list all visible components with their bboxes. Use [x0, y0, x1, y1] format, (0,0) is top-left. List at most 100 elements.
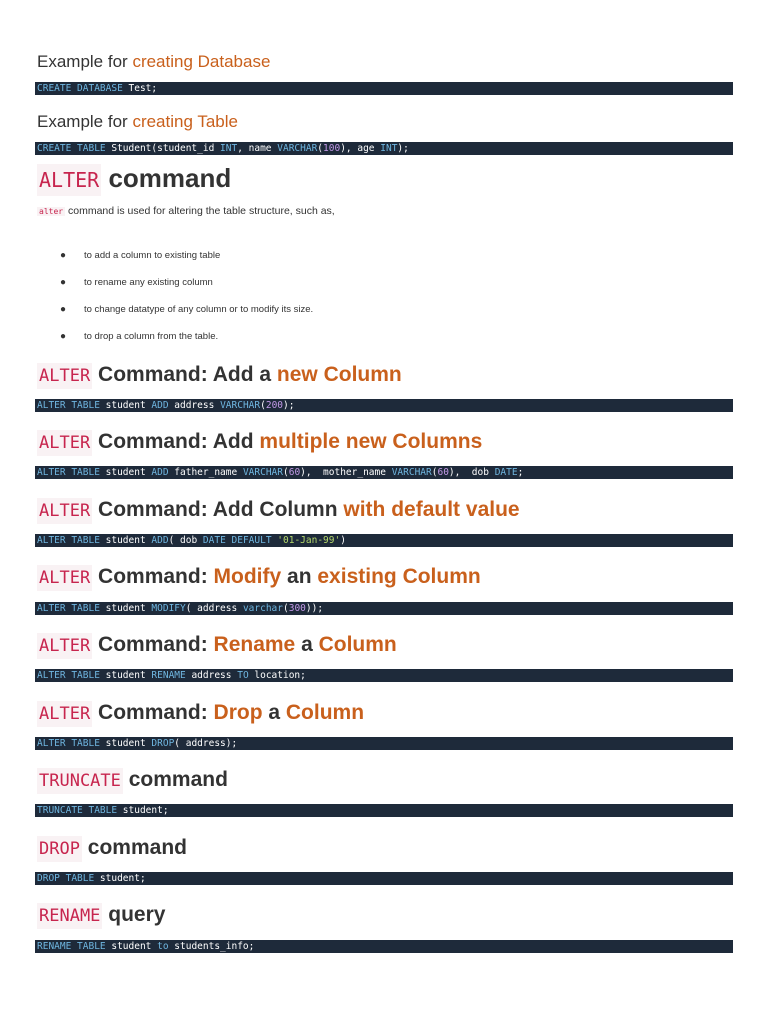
code-text: );: [397, 143, 409, 154]
heading-highlight: Modify: [213, 565, 282, 588]
heading-text: Command:: [92, 565, 214, 588]
heading-highlight: new Column: [276, 363, 402, 386]
code-block-create-table: CREATE TABLE Student(student_id INT, nam…: [35, 142, 733, 155]
code-keyword: INT: [220, 143, 238, 154]
heading-text: Command:: [92, 701, 214, 724]
heading-text: Command:: [92, 633, 214, 656]
code-text: ), mother_name: [300, 467, 392, 478]
section-heading-rename-column: ALTER Command: Rename a Column: [37, 632, 397, 659]
code-text: student: [99, 738, 152, 749]
example-highlight: creating Database: [132, 52, 271, 71]
code-keyword: VARCHAR: [242, 467, 283, 478]
code-text: student: [99, 670, 152, 681]
keyword-tag: ALTER: [37, 430, 93, 456]
code-keyword: ADD: [151, 467, 169, 478]
code-keyword: RENAME TABLE: [37, 941, 106, 952]
list-item: ● to rename any existing column: [60, 277, 313, 304]
code-keyword: ADD: [151, 535, 169, 546]
heading-highlight: Drop: [213, 701, 263, 724]
heading-highlight: multiple new Columns: [259, 430, 483, 453]
code-keyword: DATE DEFAULT: [202, 535, 272, 546]
code-keyword: ALTER TABLE: [37, 670, 100, 681]
keyword-tag: ALTER: [37, 633, 93, 659]
example-highlight: creating Table: [132, 112, 238, 131]
code-text: student: [99, 603, 152, 614]
example-title-create-table: Example for creating Table: [37, 112, 238, 132]
code-number: 60: [437, 467, 449, 478]
inline-code-alter: alter: [37, 207, 66, 216]
code-block-add-column: ALTER TABLE student ADD address VARCHAR(…: [35, 399, 733, 412]
example-prefix: Example for: [37, 112, 133, 131]
code-keyword: ALTER TABLE: [37, 738, 100, 749]
code-text: father_name: [168, 467, 243, 478]
code-text: ( address);: [174, 738, 238, 749]
heading-text: an: [281, 565, 318, 588]
heading-text: command: [81, 836, 187, 859]
code-text: ( address: [185, 603, 243, 614]
code-text: (: [317, 143, 324, 154]
list-item: ●to add a column to existing table: [60, 250, 313, 277]
code-keyword: TO: [237, 670, 249, 681]
code-text: students_info;: [168, 941, 255, 952]
code-keyword: ADD: [151, 400, 169, 411]
list-item-text: to change datatype of any column or to m…: [84, 304, 314, 315]
heading-text: command: [122, 768, 228, 791]
code-keyword: ALTER TABLE: [37, 535, 100, 546]
code-text: ), age: [340, 143, 381, 154]
code-keyword: MODIFY: [151, 603, 186, 614]
list-item-text: to add a column to existing table: [84, 250, 221, 261]
code-keyword: DATE: [494, 467, 518, 478]
section-heading-truncate: TRUNCATE command: [37, 767, 228, 794]
code-keyword: to: [157, 941, 169, 952]
code-block-drop: DROP TABLE student;: [35, 872, 733, 885]
heading-text: Command: Add: [92, 430, 260, 453]
keyword-tag: ALTER: [37, 363, 93, 389]
keyword-tag: RENAME: [37, 903, 103, 929]
code-keyword: varchar: [242, 603, 283, 614]
code-text: student: [99, 467, 152, 478]
list-item-text: to rename any existing column: [84, 277, 213, 288]
code-keyword: ALTER TABLE: [37, 603, 100, 614]
keyword-tag: TRUNCATE: [37, 768, 123, 794]
description-text: command is used for altering the table s…: [65, 205, 335, 217]
keyword-tag: ALTER: [37, 701, 93, 727]
code-number: 200: [265, 400, 284, 411]
alter-description: alter command is used for altering the t…: [37, 205, 335, 217]
code-keyword: VARCHAR: [391, 467, 432, 478]
code-block-truncate: TRUNCATE TABLE student;: [35, 804, 733, 817]
code-text: ): [340, 535, 346, 546]
code-keyword: ALTER TABLE: [37, 400, 100, 411]
section-heading-add-column: ALTER Command: Add a new Column: [37, 362, 402, 389]
section-heading-drop-column: ALTER Command: Drop a Column: [37, 700, 364, 727]
code-keyword: CREATE DATABASE: [37, 83, 123, 94]
section-heading-add-multiple-columns: ALTER Command: Add multiple new Columns: [37, 429, 482, 456]
code-text: ));: [305, 603, 324, 614]
heading-highlight: Rename: [213, 633, 296, 656]
code-keyword: RENAME: [151, 670, 186, 681]
code-text: student;: [117, 805, 169, 816]
code-block-add-multiple-columns: ALTER TABLE student ADD father_name VARC…: [35, 466, 733, 479]
code-text: address: [185, 670, 238, 681]
code-block-rename-column: ALTER TABLE student RENAME address TO lo…: [35, 669, 733, 682]
example-title-create-database: Example for creating Database: [37, 52, 270, 72]
code-text: student: [99, 400, 152, 411]
bullet-icon: ●: [60, 331, 67, 342]
list-item-text: to drop a column from the table.: [84, 331, 219, 342]
code-number: 60: [288, 467, 301, 478]
code-block-drop-column: ALTER TABLE student DROP( address);: [35, 737, 733, 750]
code-string: '01-Jan-99': [277, 535, 341, 546]
heading-text: query: [102, 903, 166, 926]
code-block-modify-column: ALTER TABLE student MODIFY( address varc…: [35, 602, 733, 615]
keyword-tag: ALTER: [37, 498, 93, 524]
code-text: ( dob: [168, 535, 203, 546]
heading-highlight: with default value: [343, 498, 520, 521]
heading-text: Command: Add a: [92, 363, 277, 386]
code-keyword: DROP TABLE: [37, 873, 95, 884]
code-text: (: [260, 400, 266, 411]
code-text: (: [282, 603, 289, 614]
bullet-icon: ●: [60, 277, 67, 288]
code-keyword: ALTER TABLE: [37, 467, 100, 478]
keyword-tag: ALTER: [37, 164, 102, 196]
list-item: ●to change datatype of any column or to …: [60, 304, 313, 331]
